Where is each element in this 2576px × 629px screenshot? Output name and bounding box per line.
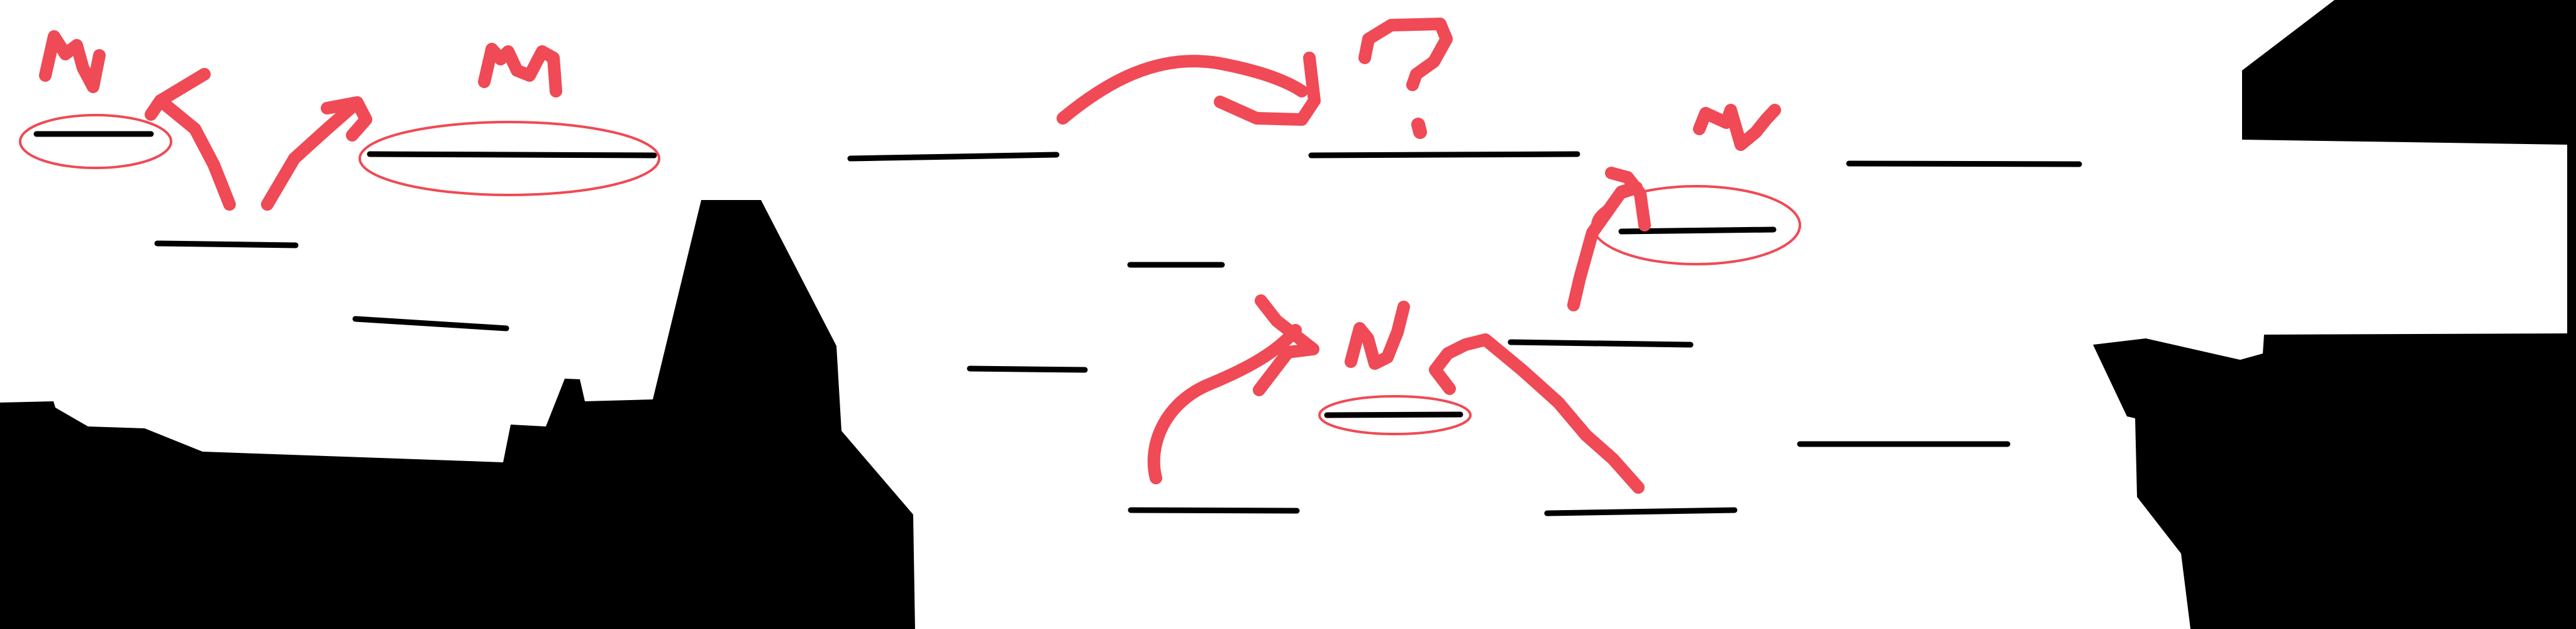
arrow-mark — [1147, 294, 1319, 484]
platform — [1618, 226, 1777, 235]
question-mark-dot — [1411, 118, 1427, 139]
red-annotations — [19, 18, 1801, 494]
platform — [847, 152, 1060, 162]
arrow-mark — [1057, 52, 1321, 126]
squiggle-mark — [478, 43, 562, 97]
arrow-mark — [1429, 333, 1645, 494]
platform — [1544, 507, 1738, 516]
arrow-mark — [145, 68, 236, 211]
arrow-mark — [261, 96, 372, 211]
platforms — [33, 131, 2082, 516]
platform — [967, 365, 1088, 373]
question-mark-text: ? — [1380, 131, 1381, 133]
arrow-mark — [1567, 167, 1651, 311]
left-hill-terrain — [0, 200, 915, 629]
platform — [1128, 507, 1300, 514]
platform — [1308, 151, 1580, 159]
platform — [154, 240, 299, 248]
squiggle-mark — [1693, 104, 1781, 151]
platform — [1507, 339, 1694, 348]
highlight-ellipse — [1318, 395, 1472, 435]
right-cliff-terrain — [2242, 0, 2576, 393]
question-mark-annotation — [1358, 18, 1453, 91]
highlight-ellipse — [358, 121, 660, 196]
platform — [352, 316, 509, 331]
right-ground-terrain — [2093, 333, 2576, 629]
squiggle-mark — [39, 30, 106, 93]
squiggle-mark — [1345, 301, 1410, 370]
highlight-ellipse — [19, 114, 172, 169]
platform — [367, 151, 657, 159]
